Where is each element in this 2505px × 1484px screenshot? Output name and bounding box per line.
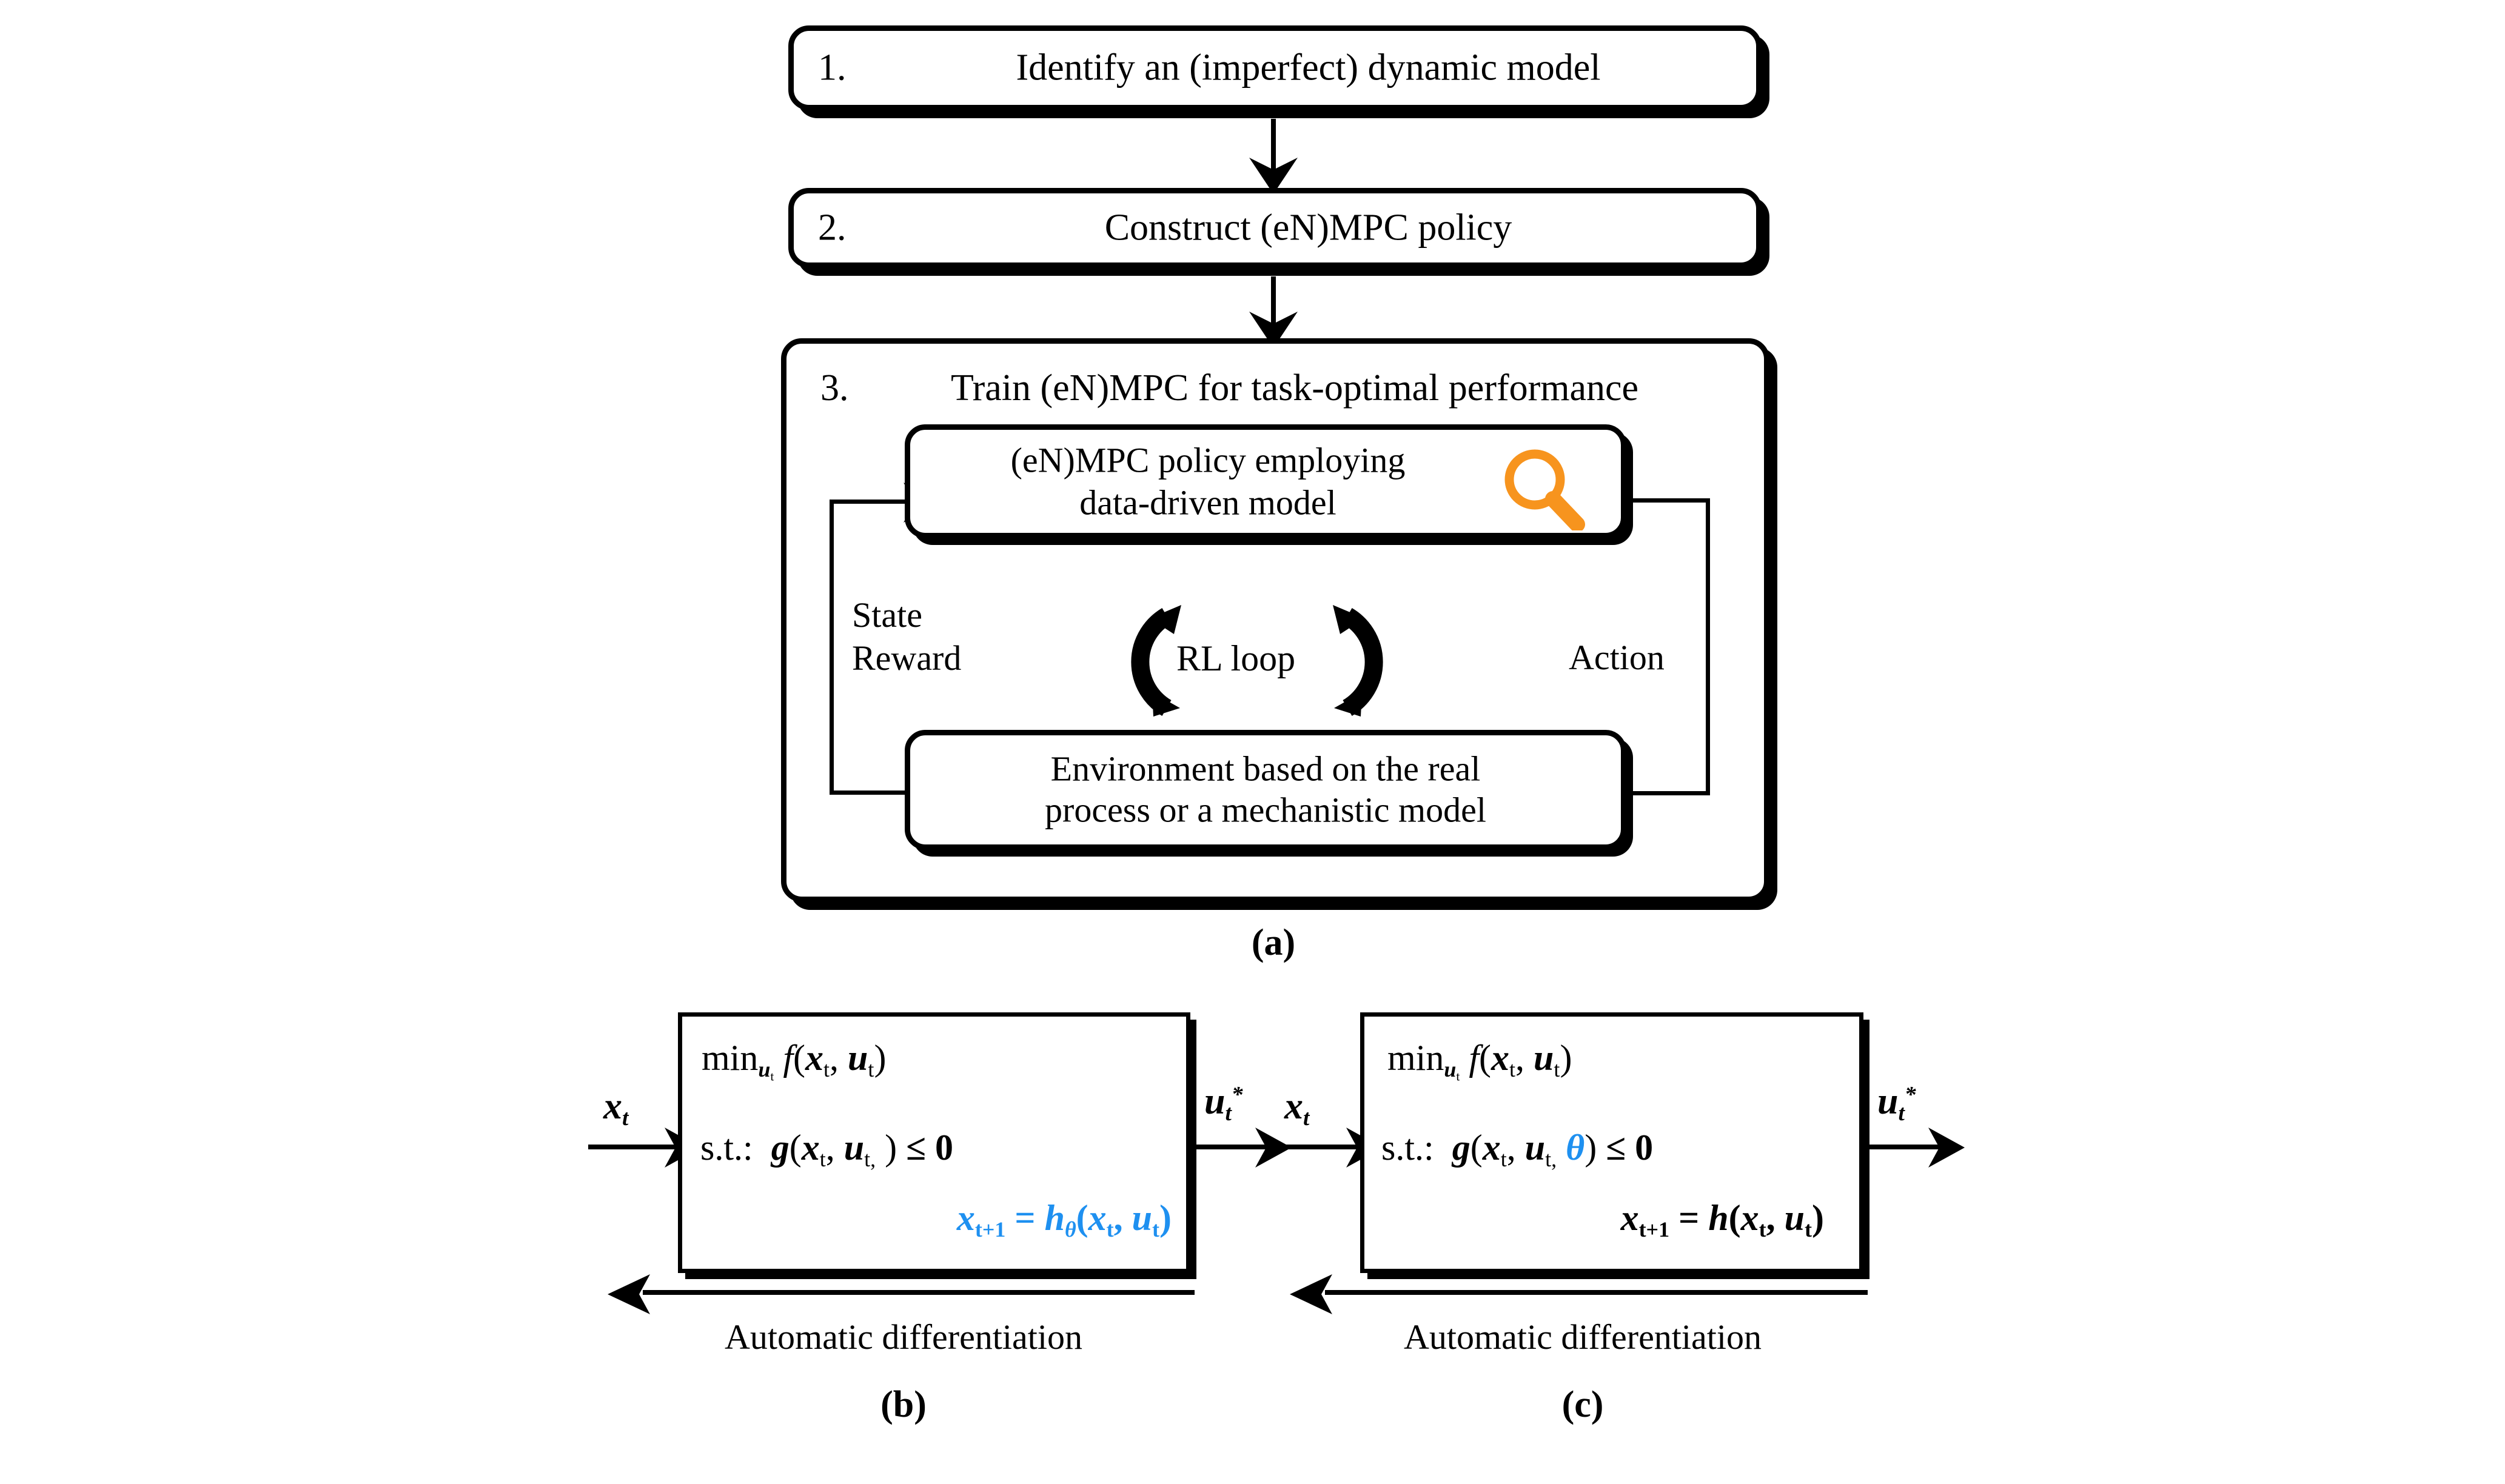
rl-loop-arrows-icon xyxy=(1131,605,1383,717)
action-path-vertical xyxy=(1706,498,1710,795)
panel-c-objective: minut f(xt, ut) xyxy=(1387,1038,1572,1084)
action-path-top xyxy=(1625,498,1710,503)
environment-box-line-1: Environment based on the real xyxy=(1050,749,1481,789)
panel-b-objective: minut f(xt, ut) xyxy=(702,1038,887,1084)
panel-c-output-arrow-shaft xyxy=(1869,1145,1940,1149)
state-reward-path-bottom xyxy=(830,790,924,795)
action-label: Action xyxy=(1569,638,1665,677)
step-2-box: 2. Construct (eN)MPC policy xyxy=(788,188,1762,268)
environment-box-text: Environment based on the real process or… xyxy=(910,749,1621,832)
panel-b-constraint-g: s.t.: g(xt, ut, ) ≤ 0 xyxy=(700,1128,954,1171)
panel-c-autodiff-label: Automatic differentiation xyxy=(1403,1317,1762,1357)
reward-label: Reward xyxy=(852,638,962,678)
step-1-number: 1. xyxy=(818,47,847,89)
panel-b-autodiff-label: Automatic differentiation xyxy=(724,1317,1083,1357)
state-reward-path-top xyxy=(830,500,916,504)
panel-c-autodiff-arrow-shaft xyxy=(1325,1290,1868,1295)
arrow-step2-to-step3-shaft xyxy=(1271,276,1276,337)
panel-c-output-label: ut* xyxy=(1877,1081,1916,1126)
action-path-bottom xyxy=(1624,791,1710,795)
environment-box: Environment based on the real process or… xyxy=(905,730,1626,850)
state-reward-labels: State Reward xyxy=(852,594,961,680)
environment-box-line-2: process or a mechanistic model xyxy=(1045,790,1486,830)
panel-b-input-arrow-shaft xyxy=(588,1145,676,1149)
panel-c-output-arrow-head xyxy=(1928,1128,1965,1168)
panel-c-mpc-box: minut f(xt, ut) s.t.: g(xt, ut, θ) ≤ 0 x… xyxy=(1360,1012,1863,1273)
arrow-step1-to-step2-head xyxy=(1249,158,1298,194)
policy-box-line-1: (eN)MPC policy employing xyxy=(1010,440,1406,480)
panel-b-output-label: ut* xyxy=(1204,1081,1243,1126)
arrow-step2-to-step3-head xyxy=(1249,312,1298,348)
policy-box: (eN)MPC policy employing data-driven mod… xyxy=(905,424,1626,538)
panel-c-caption: (c) xyxy=(1561,1384,1604,1425)
panel-c-input-arrow-shaft xyxy=(1272,1145,1357,1149)
state-label: State xyxy=(852,595,922,635)
panel-b-input-label: xt xyxy=(603,1086,629,1131)
step-3-text: Train (eN)MPC for task-optimal performan… xyxy=(950,367,1639,409)
panel-c-dynamics-equation: xt+1 = h(xt, ut) xyxy=(1620,1198,1824,1242)
step-1-box: 1. Identify an (imperfect) dynamic model xyxy=(788,25,1762,110)
policy-box-line-2: data-driven model xyxy=(1079,483,1336,522)
magnifying-glass-icon xyxy=(1504,449,1585,530)
panel-a-caption: (a) xyxy=(1251,922,1296,963)
panel-b-dynamics-equation: xt+1 = hθ(xt, ut) xyxy=(956,1198,1172,1242)
panel-b-autodiff-arrow-head xyxy=(608,1274,650,1314)
panel-b-autodiff-arrow-shaft xyxy=(643,1290,1195,1295)
arrow-step1-to-step2-shaft xyxy=(1271,119,1276,184)
panel-c-constraint-g: s.t.: g(xt, ut, θ) ≤ 0 xyxy=(1381,1128,1654,1171)
panel-b-output-arrow-shaft xyxy=(1196,1145,1267,1149)
step-1-text: Identify an (imperfect) dynamic model xyxy=(1016,47,1601,89)
policy-box-text: (eN)MPC policy employing data-driven mod… xyxy=(938,439,1478,523)
rl-loop-label: RL loop xyxy=(1176,638,1296,678)
step-2-number: 2. xyxy=(818,207,847,249)
panel-c-theta-symbol: θ xyxy=(1566,1128,1585,1168)
panel-b-caption: (b) xyxy=(880,1384,927,1425)
step-2-text: Construct (eN)MPC policy xyxy=(1104,207,1512,249)
step-3-number: 3. xyxy=(820,367,849,409)
panel-c-autodiff-arrow-head xyxy=(1290,1274,1332,1314)
panel-b-mpc-box: minut f(xt, ut) s.t.: g(xt, ut, ) ≤ 0 xt… xyxy=(678,1012,1190,1273)
panel-c-input-label: xt xyxy=(1284,1086,1310,1131)
state-reward-path-vertical xyxy=(830,500,834,795)
